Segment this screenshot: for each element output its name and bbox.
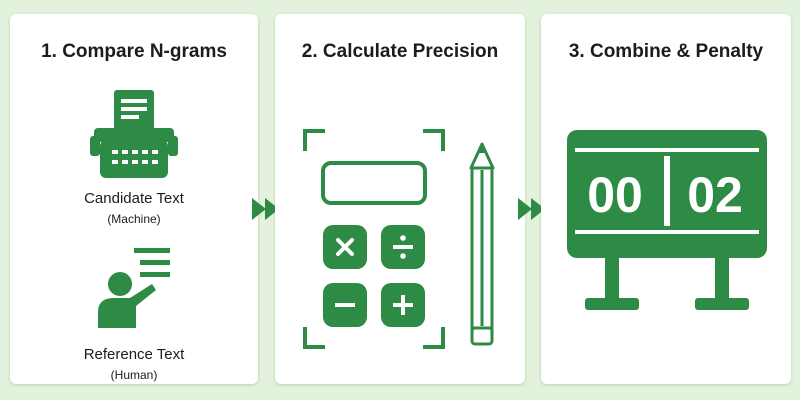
step-2-title: 2. Calculate Precision [301, 41, 499, 62]
candidate-text-sublabel: (Machine) [107, 212, 161, 226]
typewriter-icon [90, 90, 178, 178]
step-3-title: 3. Combine & Penalty [568, 41, 764, 62]
scoreboard-icon: 00 02 [567, 130, 767, 310]
scoreboard-right-digits: 02 [687, 167, 743, 223]
pencil-icon [469, 142, 495, 346]
reference-text-sublabel: (Human) [110, 368, 158, 382]
calculator-icon [303, 129, 445, 349]
double-chevron-right-icon [518, 198, 545, 220]
double-chevron-right-icon [252, 198, 279, 220]
reference-text-label: Reference Text [83, 346, 185, 363]
scoreboard-left-digits: 00 [587, 167, 643, 223]
step-1-title: 1. Compare N-grams [41, 41, 227, 62]
presenter-icon [98, 248, 170, 328]
step-3-panel: 3. Combine & Penalty 00 02 [541, 14, 791, 384]
step-1-panel: 1. Compare N-grams Candidate Text (Machi… [10, 14, 258, 384]
step-2-panel: 2. Calculate Precision [275, 14, 525, 384]
candidate-text-label: Candidate Text [84, 190, 184, 207]
